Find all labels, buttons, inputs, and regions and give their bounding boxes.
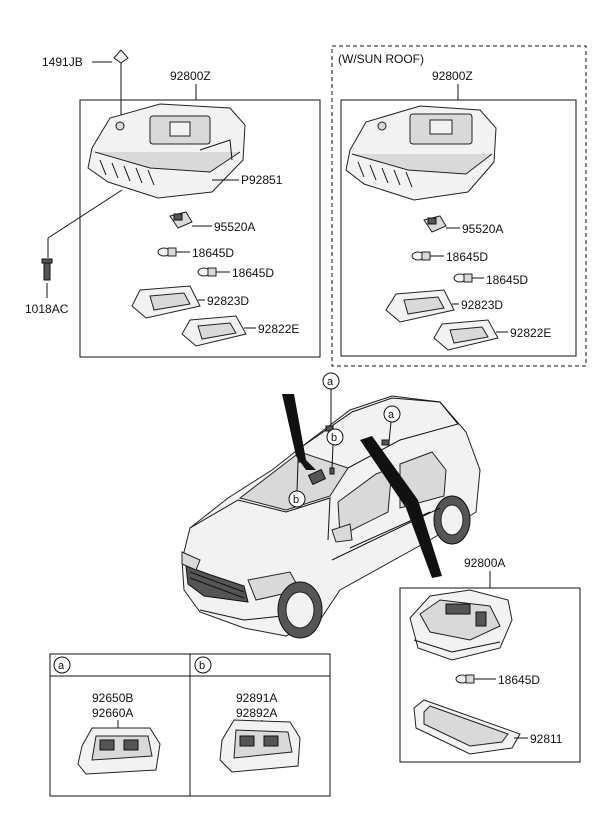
lens-92822e-right bbox=[433, 319, 499, 351]
callout-a-right: a bbox=[383, 405, 401, 443]
detail-table bbox=[49, 653, 331, 797]
label-92892a: 92892A bbox=[236, 706, 277, 720]
map-lamp-92800a bbox=[409, 589, 513, 661]
svg-text:b: b bbox=[199, 660, 205, 672]
right-assembly-box bbox=[340, 99, 577, 357]
callout-a-top: a bbox=[322, 372, 340, 425]
lens-92823d-right bbox=[385, 289, 455, 323]
label-92823d-right: 92823D bbox=[461, 298, 503, 312]
lamp-92650b bbox=[77, 727, 161, 775]
label-92660a: 92660A bbox=[92, 706, 133, 720]
label-18645d-rear: 18645D bbox=[498, 673, 540, 687]
label-1018ac: 1018AC bbox=[25, 302, 69, 316]
clip-1491jb bbox=[113, 49, 129, 122]
callout-b-mid: b bbox=[326, 428, 344, 469]
screw-1018ac bbox=[41, 258, 53, 281]
detail-b-marker: b bbox=[194, 656, 212, 674]
svg-text:a: a bbox=[327, 376, 334, 388]
label-18645d-left-1: 18645D bbox=[192, 246, 234, 260]
callout-b-low: b bbox=[288, 461, 306, 508]
lamp-92891a bbox=[219, 719, 301, 773]
lens-92823d-left bbox=[131, 285, 201, 319]
label-92823d-left: 92823D bbox=[207, 294, 249, 308]
label-p92851: P92851 bbox=[241, 173, 283, 187]
leader-screw bbox=[47, 189, 123, 239]
overhead-console-left bbox=[87, 103, 246, 199]
label-92891a: 92891A bbox=[236, 691, 277, 705]
label-18645d-right-2: 18645D bbox=[486, 273, 528, 287]
bulb-18645d-right-1 bbox=[411, 251, 431, 261]
svg-text:b: b bbox=[331, 432, 337, 444]
label-92800z-left: 92800Z bbox=[170, 69, 211, 83]
swoosh-right bbox=[360, 436, 442, 578]
lens-92822e-left bbox=[181, 315, 247, 347]
label-92811: 92811 bbox=[530, 732, 563, 746]
detail-a-marker: a bbox=[53, 656, 71, 674]
label-1491jb: 1491JB bbox=[42, 55, 83, 69]
label-92800z-right: 92800Z bbox=[432, 69, 473, 83]
vehicle-illustration bbox=[181, 395, 481, 639]
label-92650b: 92650B bbox=[92, 691, 133, 705]
left-assembly-box bbox=[79, 99, 321, 358]
label-92822e-right: 92822E bbox=[510, 326, 551, 340]
bulb-18645d-right-2 bbox=[453, 273, 473, 283]
bulb-18645d-rear bbox=[455, 674, 475, 684]
switch-95520a-left bbox=[169, 211, 193, 229]
svg-text:a: a bbox=[58, 660, 65, 672]
label-95520a-left: 95520A bbox=[214, 220, 255, 234]
label-18645d-left-2: 18645D bbox=[232, 266, 274, 280]
bulb-18645d-left-1 bbox=[157, 247, 177, 257]
label-95520a-right: 95520A bbox=[462, 222, 503, 236]
overhead-console-right bbox=[345, 105, 497, 201]
swoosh-left bbox=[282, 394, 316, 470]
sunroof-title: (W/SUN ROOF) bbox=[338, 52, 424, 66]
lens-92811 bbox=[413, 699, 521, 755]
switch-95520a-right bbox=[423, 215, 447, 233]
sunroof-dashed-box bbox=[331, 45, 587, 367]
rear-lamp-box bbox=[399, 587, 581, 763]
label-18645d-right-1: 18645D bbox=[446, 250, 488, 264]
label-92822e-left: 92822E bbox=[258, 322, 299, 336]
svg-text:a: a bbox=[388, 409, 395, 421]
bulb-18645d-left-2 bbox=[197, 267, 217, 277]
svg-text:b: b bbox=[293, 494, 299, 506]
label-92800a: 92800A bbox=[464, 556, 505, 570]
